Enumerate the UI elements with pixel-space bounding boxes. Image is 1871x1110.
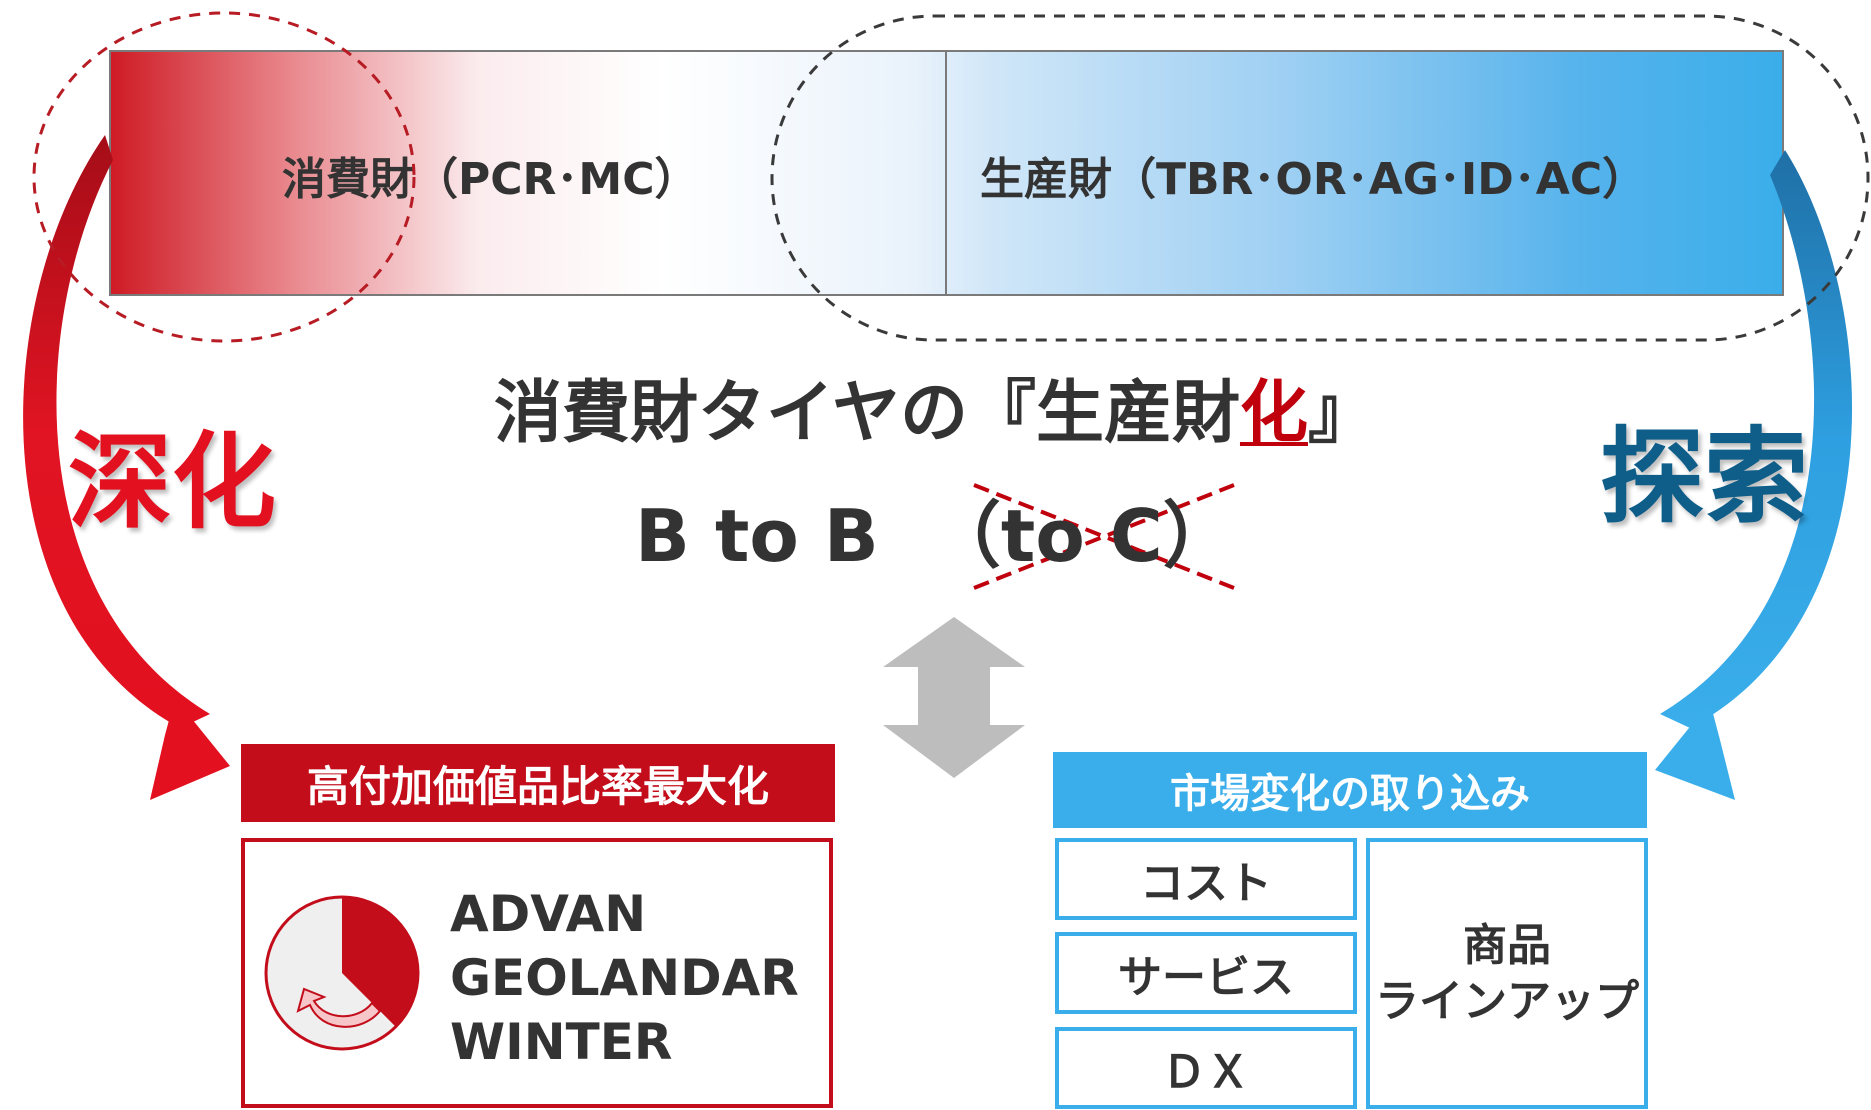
market-change-header: 市場変化の取り込み [1053,752,1647,828]
explore-arrow [1655,150,1853,800]
brand-advan: ADVAN [450,885,647,943]
center-subtitle: B to B （to C） [635,494,1235,578]
deepen-arrow [23,135,230,800]
brand-geolandar: GEOLANDAR [450,949,799,1007]
dx-cell: ＤＸ [1055,1027,1357,1109]
center-title: 消費財タイヤの『生産財化』 [494,374,1376,453]
consumer-focus-ellipse [32,11,416,343]
value-maximization-header: 高付加価値品比率最大化 [241,744,835,822]
product-lineup-cell: 商品 ラインアップ [1366,838,1648,1109]
brand-winter: WINTER [450,1013,673,1071]
deepen-label: 深化 [68,421,277,543]
lineup-line-1: 商品 [1463,919,1551,971]
service-cell: サービス [1055,932,1357,1014]
explore-label: 探索 [1600,416,1809,538]
lineup-line-2: ラインアップ [1375,975,1639,1027]
consumer-goods-label: 消費財（PCR･MC） [282,154,699,205]
segment-divider [945,50,947,296]
brand-list: ADVAN GEOLANDAR WINTER [450,882,799,1074]
producer-focus-outline [770,14,1870,342]
double-arrow [883,617,1025,778]
cost-cell: コスト [1055,838,1357,920]
producer-goods-label: 生産財（TBR･OR･AG･ID･AC） [980,154,1647,205]
pie-chart-icon [264,895,420,1051]
